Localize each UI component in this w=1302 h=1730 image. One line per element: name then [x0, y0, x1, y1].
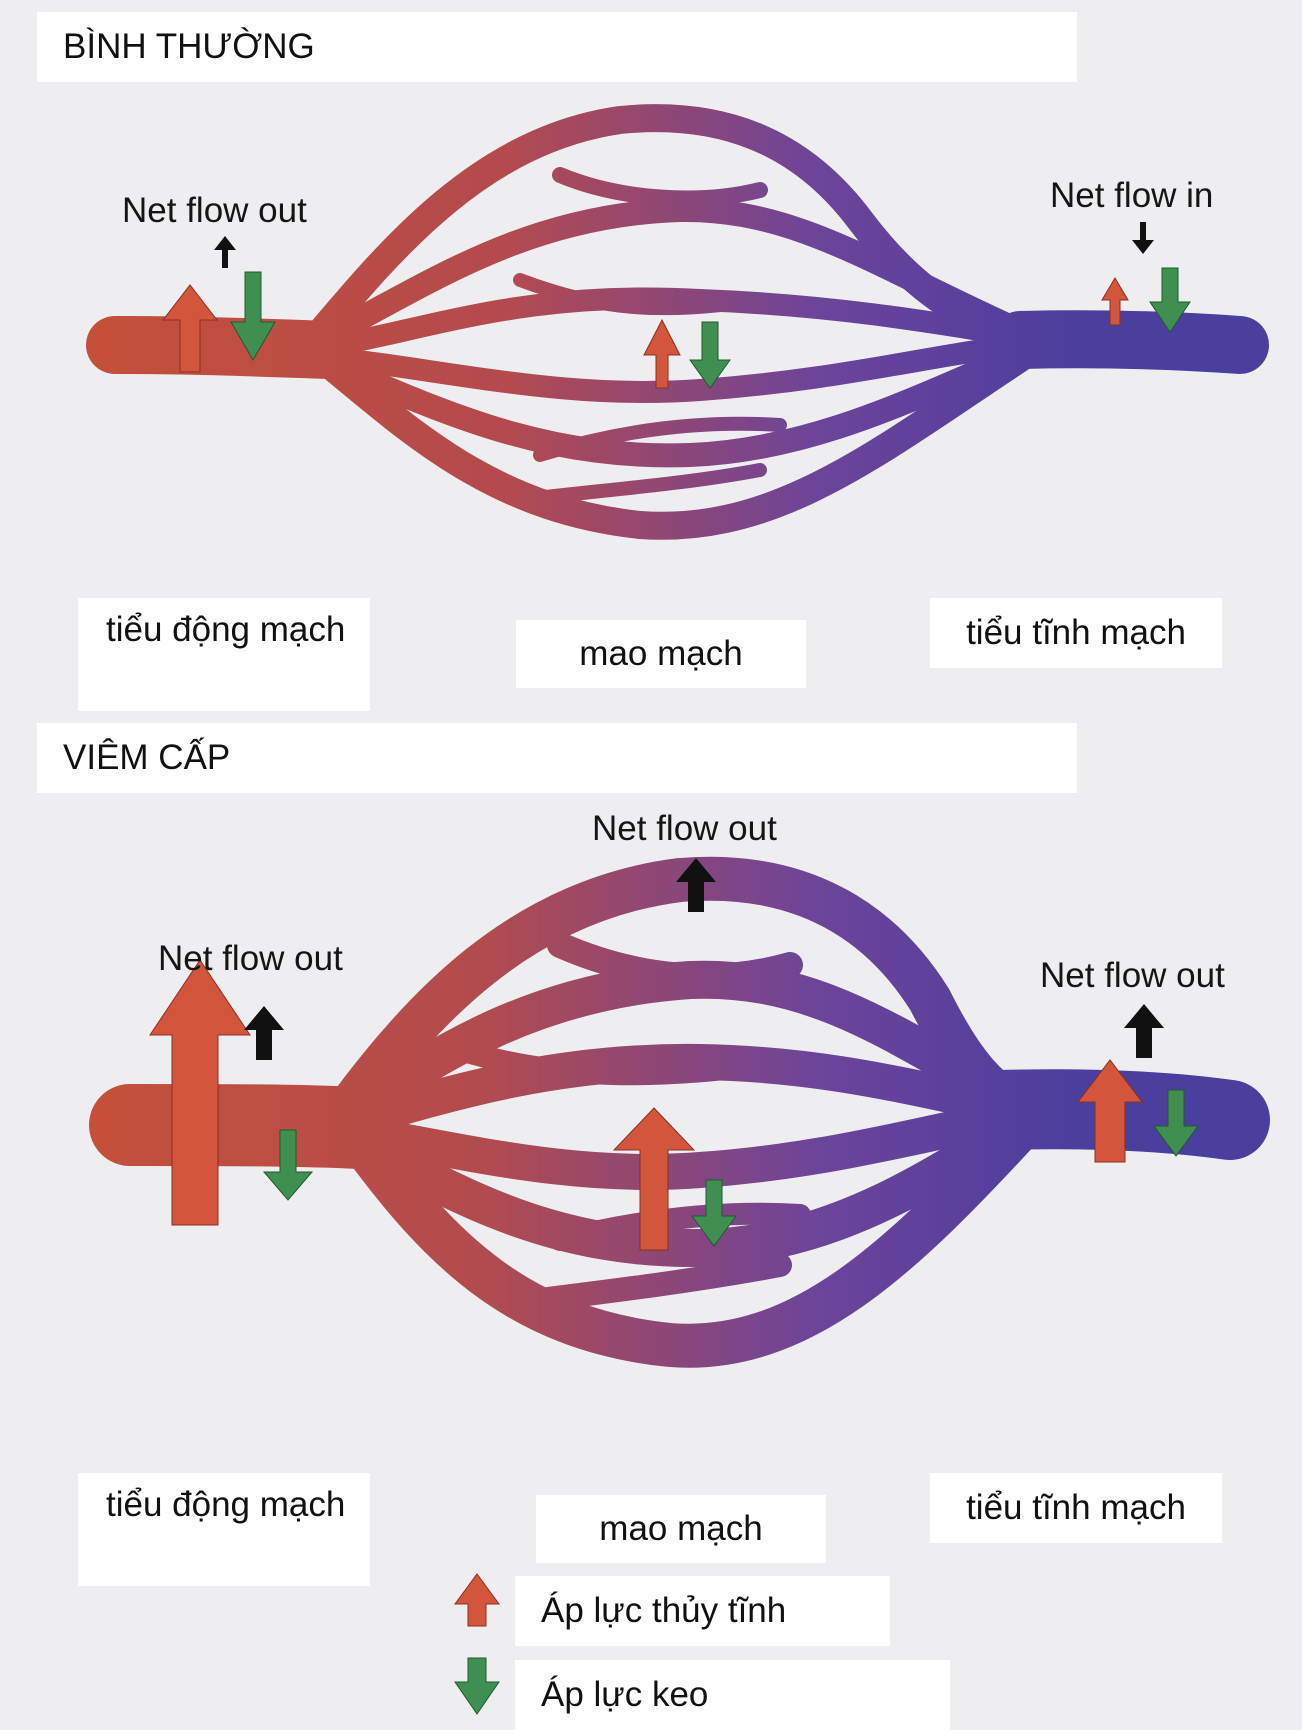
acute-label-arteriole: tiểu động mạch — [78, 1473, 370, 1586]
normal-label-capillary: mao mạch — [516, 620, 806, 688]
normal-label-arteriole: tiểu động mạch — [78, 598, 370, 711]
hydrostatic-arrow-icon — [1101, 277, 1129, 326]
acute-capillary-network — [89, 856, 1270, 1368]
oncotic-arrow-icon — [262, 1129, 314, 1201]
oncotic-arrow-icon — [691, 1179, 737, 1247]
hydrostatic-arrow-icon — [149, 959, 251, 1226]
normal-net-flow-right: Net flow in — [1050, 176, 1213, 215]
net-flow-out-arrow-icon — [1124, 1004, 1164, 1058]
acute-net-flow-left: Net flow out — [158, 939, 343, 978]
acute-section-title: VIÊM CẤP — [37, 723, 1077, 793]
normal-arrows — [161, 222, 1191, 389]
legend-oncotic-label: Áp lực keo — [515, 1660, 950, 1730]
legend-hydrostatic-label: Áp lực thủy tĩnh — [515, 1576, 890, 1646]
net-flow-out-arrow-icon — [244, 1006, 284, 1060]
acute-vessel-bottom — [338, 1096, 1052, 1368]
acute-vessels — [89, 856, 1270, 1368]
acute-label-venule: tiểu tĩnh mạch — [930, 1473, 1222, 1543]
oncotic-arrow-icon — [689, 321, 731, 389]
hydrostatic-arrow-icon — [612, 1107, 696, 1251]
normal-vessels — [86, 104, 1269, 540]
acute-arrows — [149, 858, 1199, 1251]
acute-label-capillary: mao mạch — [536, 1495, 826, 1563]
normal-capillary-network — [86, 104, 1269, 540]
legend-oncotic-arrow-icon — [454, 1657, 500, 1715]
acute-net-flow-center: Net flow out — [592, 809, 777, 848]
normal-section-title: BÌNH THƯỜNG — [37, 12, 1077, 82]
net-flow-out-arrow-icon — [676, 858, 716, 912]
legend-hydrostatic-arrow-icon — [454, 1573, 500, 1627]
oncotic-arrow-icon — [230, 271, 276, 361]
oncotic-arrow-icon — [1153, 1089, 1199, 1157]
normal-net-flow-left: Net flow out — [122, 191, 307, 230]
oncotic-arrow-icon — [1149, 267, 1191, 333]
hydrostatic-arrow-icon — [1076, 1059, 1144, 1163]
hydrostatic-arrow-icon — [161, 284, 219, 373]
normal-vessel-bottom — [316, 331, 1054, 540]
net-flow-out-arrow-icon — [214, 236, 236, 268]
hydrostatic-arrow-icon — [643, 318, 681, 389]
acute-net-flow-right: Net flow out — [1040, 956, 1225, 995]
normal-label-venule: tiểu tĩnh mạch — [930, 598, 1222, 668]
net-flow-in-arrow-icon — [1132, 222, 1154, 254]
